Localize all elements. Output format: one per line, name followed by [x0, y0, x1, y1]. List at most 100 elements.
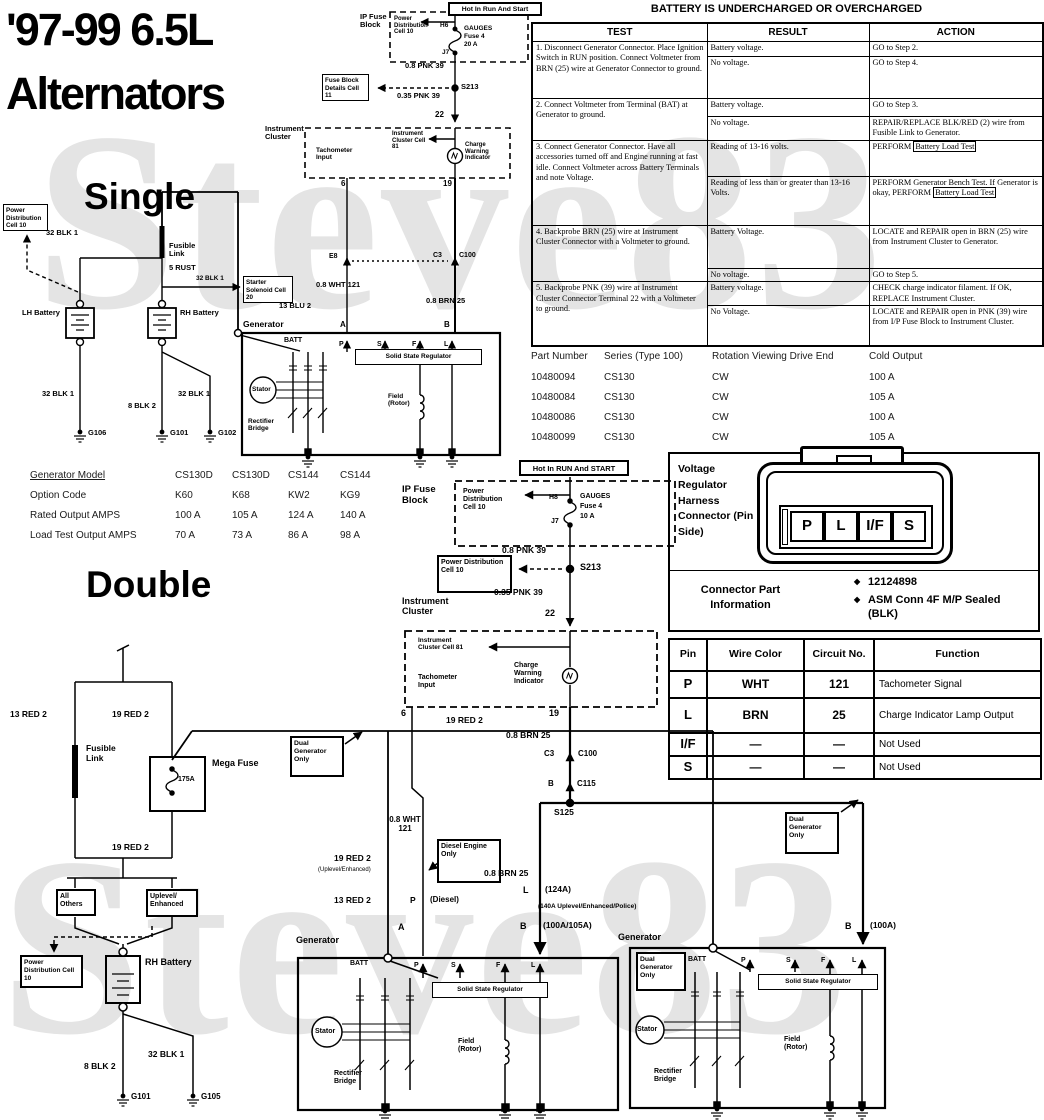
connector-c100: C100 — [578, 749, 598, 758]
ground-g106: G106 — [88, 428, 107, 437]
pin-cell: P — [668, 670, 708, 699]
double-diagram-wires — [49, 477, 887, 1120]
gauges-fuse-label: GAUGES — [580, 493, 611, 500]
ground-g101: G101 — [131, 1092, 151, 1101]
part-number: 10480086 — [531, 412, 576, 423]
wire-label-red19c: 19 RED 2 — [112, 842, 149, 852]
col-result: RESULT — [706, 22, 870, 42]
pin-cell: I/F — [668, 732, 708, 757]
wire-label-wht: 0.8 WHT 121 — [316, 280, 361, 289]
fusible-link-label: Fusible Link — [86, 743, 116, 763]
pin-l: L — [852, 957, 857, 964]
terminal-b: B — [444, 320, 450, 329]
rectifier-bridge-label: Rectifier Bridge — [654, 1068, 683, 1083]
wire-label-brn: 0.8 BRN 25 — [426, 296, 466, 305]
pin-p: P — [741, 957, 746, 964]
dual-generator-only-box: Dual Generator Only — [636, 952, 686, 991]
pin-f: F — [496, 962, 501, 969]
generator-label: Generator — [296, 935, 340, 945]
tachometer-input-label: Tachometer Input — [418, 674, 458, 689]
pin-f: F — [821, 957, 826, 964]
ip-fuse-block-label: IP Fuse Block — [360, 12, 387, 30]
pin-s: S — [786, 957, 791, 964]
wire-label-brn2: 0.8 BRN 25 — [484, 868, 529, 878]
circuit-cell: 25 — [803, 697, 875, 734]
connector-c3: C3 — [433, 252, 442, 259]
instrument-cluster-label: Instrument Cluster — [265, 124, 304, 142]
pin-f: F — [412, 341, 417, 348]
result-cell: Battery Voltage. — [706, 225, 870, 269]
power-dist-box-left: Power Distribution Cell 10 — [3, 204, 48, 231]
model-value: 140 A — [340, 510, 366, 521]
charge-warning-label: Charge Warning Indicator — [514, 662, 544, 685]
battery-load-test-box: Battery Load Test — [913, 141, 977, 152]
color-cell: BRN — [706, 697, 805, 734]
generator-label: Generator — [243, 319, 284, 329]
parts-header: Rotation Viewing Drive End — [712, 351, 834, 362]
action-cell: GO to Step 5. — [868, 267, 1044, 283]
model-row-label: Load Test Output AMPS — [30, 530, 137, 541]
wire-label-red19b: 19 RED 2 — [112, 709, 149, 719]
pin-cell: S — [668, 755, 708, 780]
cluster-cell-ref: Instrument Cluster Cell 81 — [418, 637, 464, 652]
result-cell: No voltage. — [706, 56, 870, 99]
terminal-22: 22 — [545, 608, 556, 618]
parts-header: Part Number — [531, 351, 588, 362]
part-rotation: CW — [712, 372, 729, 383]
wire-label-red13b: 13 RED 2 — [334, 895, 371, 905]
wire-label-blu: 13 BLU 2 — [279, 301, 312, 310]
test-cell: 1. Disconnect Generator Connector. Place… — [531, 41, 708, 99]
connector-pin-if: I/F — [858, 511, 892, 542]
connector-part-desc: ASM Conn 4F M/P Sealed (BLK) — [868, 594, 1001, 620]
solid-state-regulator-box: Solid State Regulator — [432, 982, 548, 998]
fuse4-label: Fuse 4 — [464, 33, 485, 40]
col-test: TEST — [531, 22, 708, 42]
power-dist-ref: Power Distribution Cell 10 — [394, 16, 428, 36]
wire-label-pnk: 0.8 PNK 39 — [502, 545, 546, 555]
terminal-a: A — [340, 320, 346, 329]
connector-b: B — [548, 779, 554, 788]
col-action: ACTION — [868, 22, 1044, 42]
model-value: K60 — [175, 490, 193, 501]
parts-header: Series (Type 100) — [604, 351, 683, 362]
rh-battery-label: RH Battery — [180, 308, 219, 317]
bullet-icon: ◆ — [854, 595, 861, 604]
solid-state-regulator-box: Solid State Regulator — [355, 349, 482, 365]
result-cell: Battery voltage. — [706, 281, 870, 307]
result-cell: Battery voltage. — [706, 41, 870, 57]
batt-terminal-label: BATT — [688, 956, 707, 963]
terminal-a: A — [398, 922, 405, 932]
wire-label-blk8: 8 BLK 2 — [128, 401, 156, 410]
model-value: KW2 — [288, 490, 310, 501]
terminal-p: P — [410, 895, 416, 905]
action-cell: CHECK charge indicator filament. If OK, … — [868, 281, 1044, 307]
rh-battery-label: RH Battery — [145, 957, 192, 967]
part-number: 10480099 — [531, 432, 576, 443]
terminal-6: 6 — [341, 179, 346, 188]
connector-c3: C3 — [544, 749, 555, 758]
amp-note-100: (100A) — [870, 920, 896, 930]
terminal-22: 22 — [435, 110, 444, 119]
model-value: 86 A — [288, 530, 309, 541]
rectifier-bridge-label: Rectifier Bridge — [334, 1070, 363, 1085]
parts-header: Cold Output — [869, 351, 923, 362]
action-cell: PERFORM Generator Bench Test. If Generat… — [868, 176, 1044, 226]
single-diagram-wires — [22, 11, 529, 468]
part-series: CS130 — [604, 412, 635, 423]
cluster-cell-ref: Instrument Cluster Cell 81 — [392, 131, 426, 151]
model-value: K68 — [232, 490, 250, 501]
wire-label-pnk2: 0.35 PNK 39 — [397, 91, 440, 100]
splice-s125: S125 — [554, 807, 574, 817]
terminal-19: 19 — [549, 708, 560, 718]
terminal-j7: J7 — [551, 518, 559, 525]
fuse4-label: Fuse 4 — [580, 503, 603, 510]
batt-terminal-label: BATT — [284, 337, 303, 344]
model-value: 73 A — [232, 530, 253, 541]
model-value: 105 A — [232, 510, 258, 521]
result-cell: Reading of 13-16 volts. — [706, 140, 870, 177]
stator-label: Stator — [252, 386, 271, 393]
part-output: 100 A — [869, 412, 895, 423]
fusible-rust-label: 5 RUST — [169, 263, 196, 272]
field-rotor-label: Field (Rotor) — [784, 1036, 808, 1051]
